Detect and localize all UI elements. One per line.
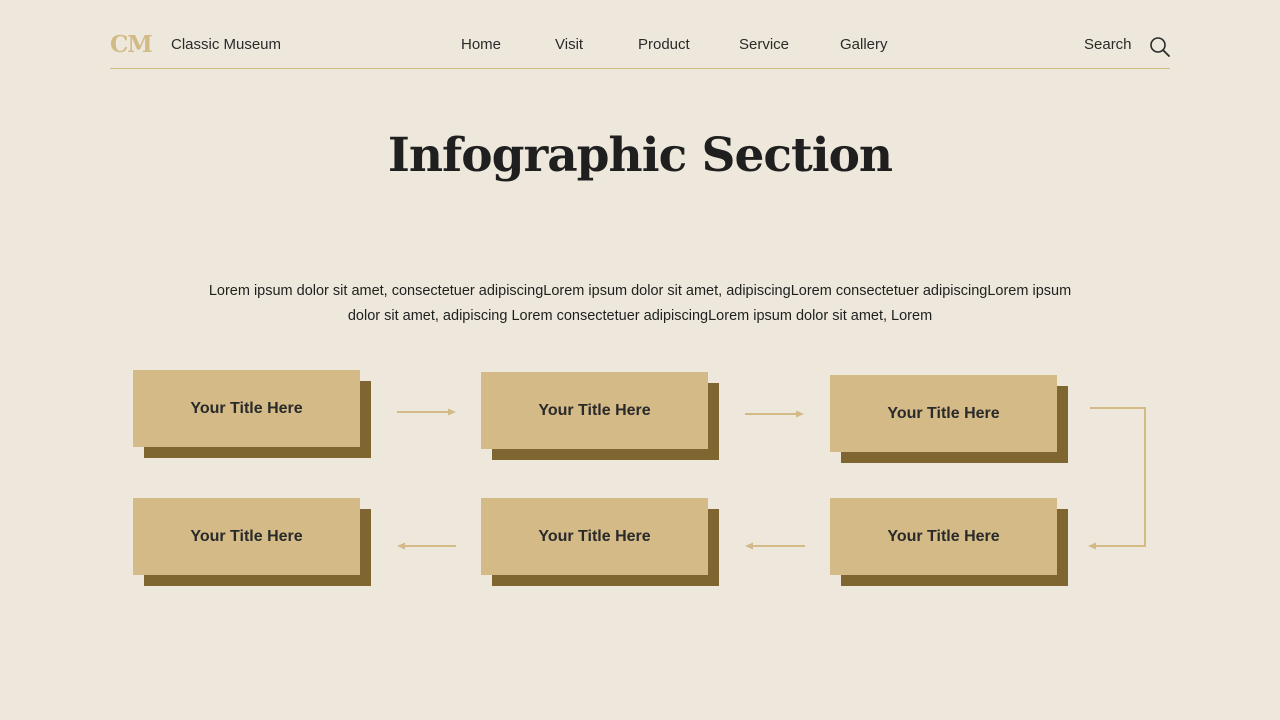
brand-name[interactable]: Classic Museum [171, 36, 282, 53]
step-card-6[interactable]: Your Title Here [133, 498, 371, 586]
nav-service[interactable]: Service [739, 36, 790, 53]
arrowhead-left [745, 542, 753, 550]
step-title-2[interactable]: Your Title Here [481, 372, 708, 449]
arrowhead-right [448, 408, 456, 416]
step-title-3[interactable]: Your Title Here [830, 375, 1057, 452]
arrowhead-left [397, 542, 405, 550]
arrowhead-right [796, 410, 804, 418]
page-title: Infographic Section [387, 128, 893, 183]
step-card-2[interactable]: Your Title Here [481, 372, 719, 460]
top-nav-bar: CM Classic Museum Home Visit Product Ser… [110, 0, 1170, 69]
step-card-1[interactable]: Your Title Here [133, 370, 371, 458]
nav-gallery[interactable]: Gallery [840, 36, 888, 53]
step-title-1[interactable]: Your Title Here [133, 370, 360, 447]
description: Lorem ipsum dolor sit amet, consectetuer… [180, 279, 1100, 329]
arrow-3-to-4 [1090, 407, 1146, 547]
nav-home[interactable]: Home [461, 36, 502, 53]
step-title-4[interactable]: Your Title Here [830, 498, 1057, 575]
search-label[interactable]: Search [1084, 36, 1132, 53]
search-icon[interactable] [1149, 36, 1171, 58]
step-title-6[interactable]: Your Title Here [133, 498, 360, 575]
description-line-2: dolor sit amet, adipiscing Lorem consect… [347, 308, 933, 324]
step-title-5[interactable]: Your Title Here [481, 498, 708, 575]
logo[interactable]: CM [110, 31, 153, 58]
description-line-1: Lorem ipsum dolor sit amet, consectetuer… [208, 283, 1072, 299]
step-card-5[interactable]: Your Title Here [481, 498, 719, 586]
nav-product[interactable]: Product [638, 36, 690, 53]
nav-visit[interactable]: Visit [555, 36, 584, 53]
step-card-3[interactable]: Your Title Here [830, 375, 1068, 463]
step-card-4[interactable]: Your Title Here [830, 498, 1068, 586]
arrowhead-left [1088, 542, 1096, 550]
